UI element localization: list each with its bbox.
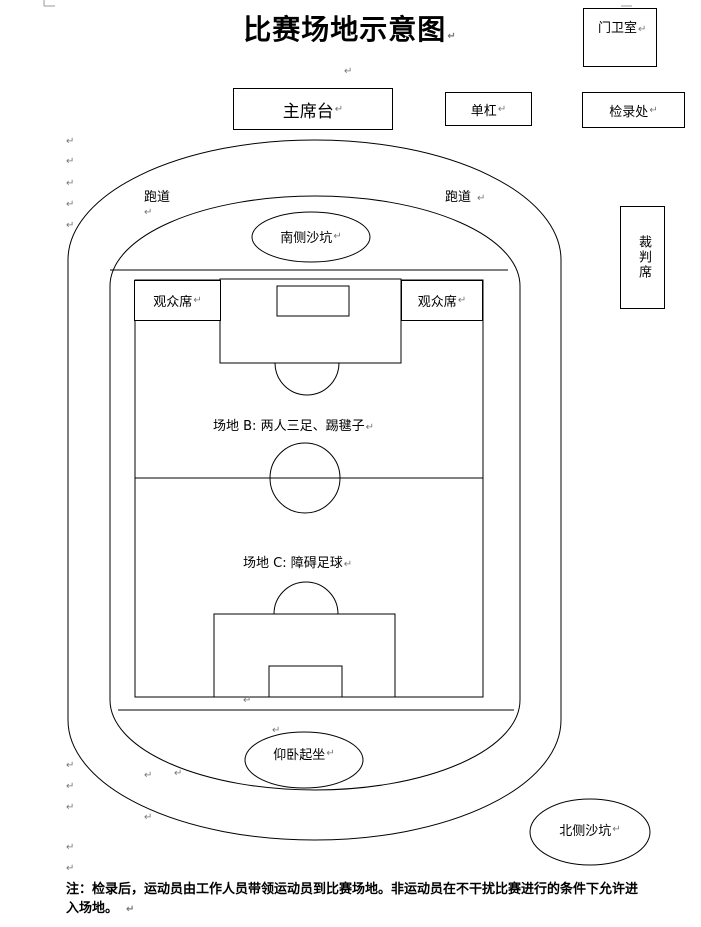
paragraph-mark: ↵ [66, 781, 75, 792]
field-c-label: 场地 C: 障碍足球 [243, 556, 343, 571]
referee-box: 裁判席 [620, 206, 665, 309]
top-penalty-arc [274, 362, 340, 396]
paragraph-mark: ↵ [243, 695, 252, 706]
single-bar-box: 单杠↵ [445, 92, 532, 126]
footer-note-text: 注：检录后，运动员由工作人员带领运动员到比赛场地。非运动员在不干扰比赛进行的条件… [66, 882, 639, 916]
gate-room-label: 门卫室 [598, 21, 638, 36]
paragraph-mark: ↵ [144, 207, 153, 218]
footer-note: 注：检录后，运动员由工作人员带领运动员到比赛场地。非运动员在不干扰比赛进行的条件… [66, 882, 639, 916]
check-in-box: 检录处↵ [582, 92, 685, 128]
referee-label: 裁判席 [636, 235, 651, 280]
single-bar-label: 单杠 [470, 103, 497, 119]
situp-label-wrap: 仰卧起坐↵ [245, 744, 363, 763]
main-stand-label: 主席台 [282, 101, 334, 122]
paragraph-mark: ↵ [66, 199, 75, 210]
field-b-label-wrap: 场地 B: 两人三足、踢毽子↵ [213, 419, 374, 434]
bottom-goal-box [268, 665, 343, 698]
paragraph-mark: ↵ [66, 863, 75, 874]
track-left-label: 跑道 [144, 190, 171, 205]
paragraph-mark: ↵ [144, 770, 153, 781]
situp-label: 仰卧起坐 [273, 748, 326, 763]
track-right-label: 跑道 [445, 190, 472, 205]
audience-left-box: 观众席↵ [134, 280, 221, 321]
paragraph-mark: ↵ [344, 66, 353, 77]
north-pit-label: 北侧沙坑 [559, 824, 612, 839]
center-circle [269, 442, 341, 514]
paragraph-mark: ↵ [66, 842, 75, 853]
bottom-penalty-box [213, 613, 396, 698]
paragraph-mark: ↵ [66, 802, 75, 813]
audience-right-label: 观众席 [417, 295, 457, 310]
paragraph-mark: ↵ [66, 220, 75, 231]
paragraph-mark: ↵ [66, 136, 75, 147]
track-left-label-wrap: 跑道 [144, 186, 170, 205]
paragraph-mark: ↵ [174, 768, 183, 779]
audience-right-box: 观众席↵ [401, 280, 483, 321]
south-pit-ellipse [251, 211, 371, 263]
paragraph-mark: ↵ [66, 178, 75, 189]
track-right-label-wrap: 跑道↵ [445, 190, 486, 205]
top-penalty-box [219, 278, 402, 364]
main-stand-box: 主席台↵ [233, 88, 393, 130]
paragraph-mark: ↵ [144, 812, 153, 823]
bottom-penalty-arc [273, 581, 339, 615]
inner-track [109, 195, 521, 791]
paragraph-mark: ↵ [447, 31, 457, 42]
situp-ellipse [244, 731, 364, 789]
south-pit-label-wrap: 南侧沙坑↵ [252, 227, 370, 246]
north-pit-ellipse [529, 798, 651, 866]
south-pit-label: 南侧沙坑 [280, 231, 333, 246]
north-pit-label-wrap: 北侧沙坑↵ [530, 820, 650, 839]
field-b-label: 场地 B: 两人三足、踢毽子 [213, 419, 365, 434]
gate-room-box: 门卫室↵ [583, 8, 657, 67]
top-goal-box [276, 285, 350, 317]
field-c-label-wrap: 场地 C: 障碍足球↵ [243, 556, 353, 571]
audience-left-label: 观众席 [153, 295, 193, 310]
paragraph-mark: ↵ [272, 725, 281, 736]
outer-track [67, 139, 562, 841]
check-in-label: 检录处 [609, 104, 649, 120]
paragraph-mark: ↵ [66, 760, 75, 771]
page-title: 比赛场地示意图↵ [243, 13, 457, 46]
paragraph-mark: ↵ [66, 156, 75, 167]
